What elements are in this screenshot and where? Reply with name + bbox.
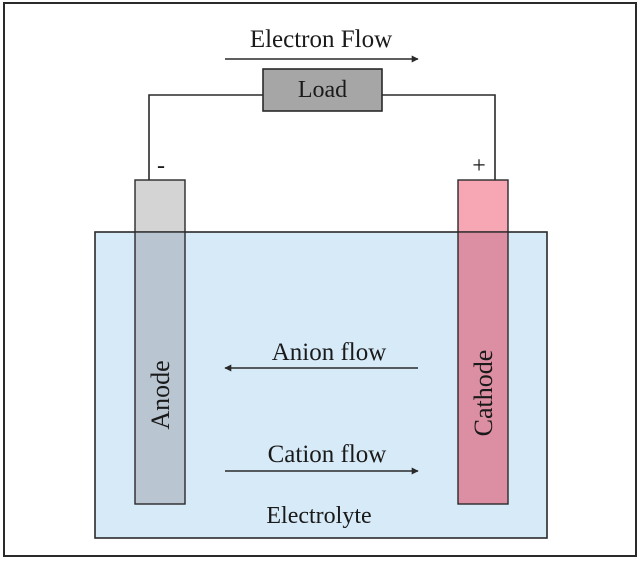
load-box (262, 68, 383, 112)
anode-electrode (134, 231, 186, 505)
cathode-electrode (457, 231, 509, 505)
cathode-electrode-top (457, 179, 509, 233)
cation-flow-label: Cation flow (268, 441, 387, 468)
electrolyte-label: Electrolyte (266, 503, 371, 529)
electron-flow-label: Electron Flow (250, 26, 392, 53)
anode-terminal-sign: - (157, 153, 165, 179)
circuit-wire (148, 94, 263, 180)
load-label: Load (298, 77, 347, 103)
cathode-terminal-sign: + (472, 153, 486, 179)
cathode-label: Cathode (469, 350, 498, 437)
anode-electrode-top (134, 179, 186, 233)
anode-label: Anode (146, 360, 175, 429)
circuit-wire-right (382, 94, 496, 180)
anion-flow-label: Anion flow (272, 339, 387, 366)
